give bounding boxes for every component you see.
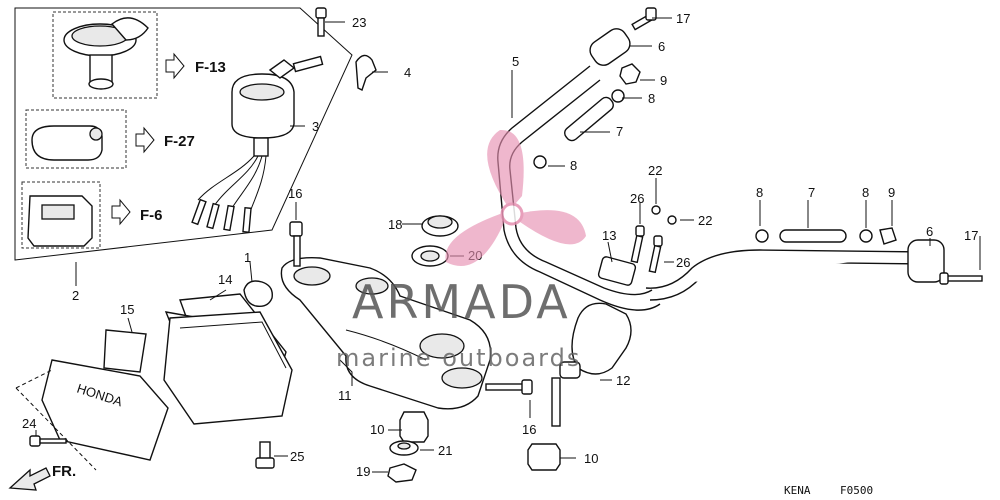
callout-8d: 8: [862, 185, 869, 200]
nut-19: [387, 463, 417, 483]
bolt-26: [630, 225, 663, 274]
handlebar-holder: [551, 302, 632, 427]
front-direction: FR.: [8, 463, 76, 491]
callout-6b: 6: [926, 224, 933, 239]
ref-f13: F-13: [195, 59, 226, 76]
bolt-23: [315, 7, 327, 37]
watermark: ARMADA marine outboards: [336, 129, 586, 372]
callout-26b: 26: [676, 255, 690, 270]
callout-16a: 16: [288, 186, 302, 201]
callout-13: 13: [602, 228, 616, 243]
key-cylinder-cover: [63, 17, 149, 90]
callout-14: 14: [218, 272, 232, 287]
footer: KENA F0500: [784, 484, 873, 497]
ignition-switch: [191, 55, 324, 233]
propeller-logo-icon: [445, 129, 586, 267]
callout-7b: 7: [808, 185, 815, 200]
box-cover: [27, 195, 93, 247]
ref-arrows: F-13 F-27 F-6: [111, 52, 226, 226]
callout-7a: 7: [616, 124, 623, 139]
callout-9a: 9: [660, 73, 667, 88]
bolt-25: [255, 441, 275, 469]
callout-10b: 10: [584, 451, 598, 466]
callout-22b: 22: [698, 213, 712, 228]
watermark-brand: ARMADA: [352, 275, 571, 329]
key: [355, 54, 377, 91]
ref-f27: F-27: [164, 133, 195, 150]
watermark-tagline: marine outboards: [336, 344, 581, 372]
cover-15: [163, 311, 293, 425]
callout-5: 5: [512, 54, 519, 69]
callout-6a: 6: [658, 39, 665, 54]
callout-25: 25: [290, 449, 304, 464]
clip-1: [243, 280, 273, 308]
nuts: [533, 63, 897, 245]
footer-code-1: KENA: [784, 484, 811, 497]
callout-3: 3: [312, 119, 319, 134]
top-bridge: [280, 257, 492, 410]
callout-2: 2: [72, 288, 79, 303]
callout-22a: 22: [648, 163, 662, 178]
front-arrow-icon: [8, 467, 51, 491]
callout-8a: 8: [648, 91, 655, 106]
callout-11: 11: [338, 388, 352, 403]
callout-1: 1: [244, 250, 251, 265]
callouts: 1 2 3 4 5 6 6 7 7 8 8 8 8 9 9 10 10 11 1…: [22, 11, 978, 479]
screw-22: [651, 205, 677, 225]
seat-lock: [31, 125, 103, 161]
callout-9b: 9: [888, 185, 895, 200]
callout-10a: 10: [370, 422, 384, 437]
washer-21: [389, 440, 419, 456]
ignition-inset: [14, 7, 377, 261]
callout-17b: 17: [964, 228, 978, 243]
callout-26a: 26: [630, 191, 644, 206]
callout-21: 21: [438, 443, 452, 458]
washer-20: [411, 245, 449, 267]
callout-4: 4: [404, 65, 411, 80]
callout-19: 19: [356, 464, 370, 479]
ref-arrow-icon: [135, 126, 155, 154]
callout-18: 18: [388, 217, 402, 232]
weight-rod-upper: [564, 96, 614, 142]
leader-lines: [15, 17, 981, 473]
front-panel: HONDA: [41, 329, 169, 461]
callout-12: 12: [616, 373, 630, 388]
callout-23: 23: [352, 15, 366, 30]
callout-8c: 8: [756, 185, 763, 200]
callout-15: 15: [120, 302, 134, 317]
holder-cap: [597, 256, 637, 286]
bolt-24: [29, 435, 67, 447]
ref-f6: F-6: [140, 207, 163, 224]
callout-16b: 16: [522, 422, 536, 437]
footer-code-2: F0500: [840, 484, 873, 497]
callout-24: 24: [22, 416, 36, 431]
weight-rod-right: [779, 229, 847, 243]
rubber-10: [399, 411, 561, 471]
callout-17a: 17: [676, 11, 690, 26]
front-label: FR.: [52, 463, 76, 480]
handlebar-left: [497, 65, 661, 311]
bar-weight-left: [589, 28, 631, 66]
bolt-16: [289, 221, 533, 395]
callout-8b: 8: [570, 158, 577, 173]
bar-weight-right: [907, 239, 945, 283]
ref-arrow-icon: [111, 198, 131, 226]
ref-arrow-icon: [165, 52, 185, 80]
handlebar-right: [645, 249, 931, 301]
cap-18: [421, 215, 459, 237]
bolt-17: [631, 7, 983, 285]
